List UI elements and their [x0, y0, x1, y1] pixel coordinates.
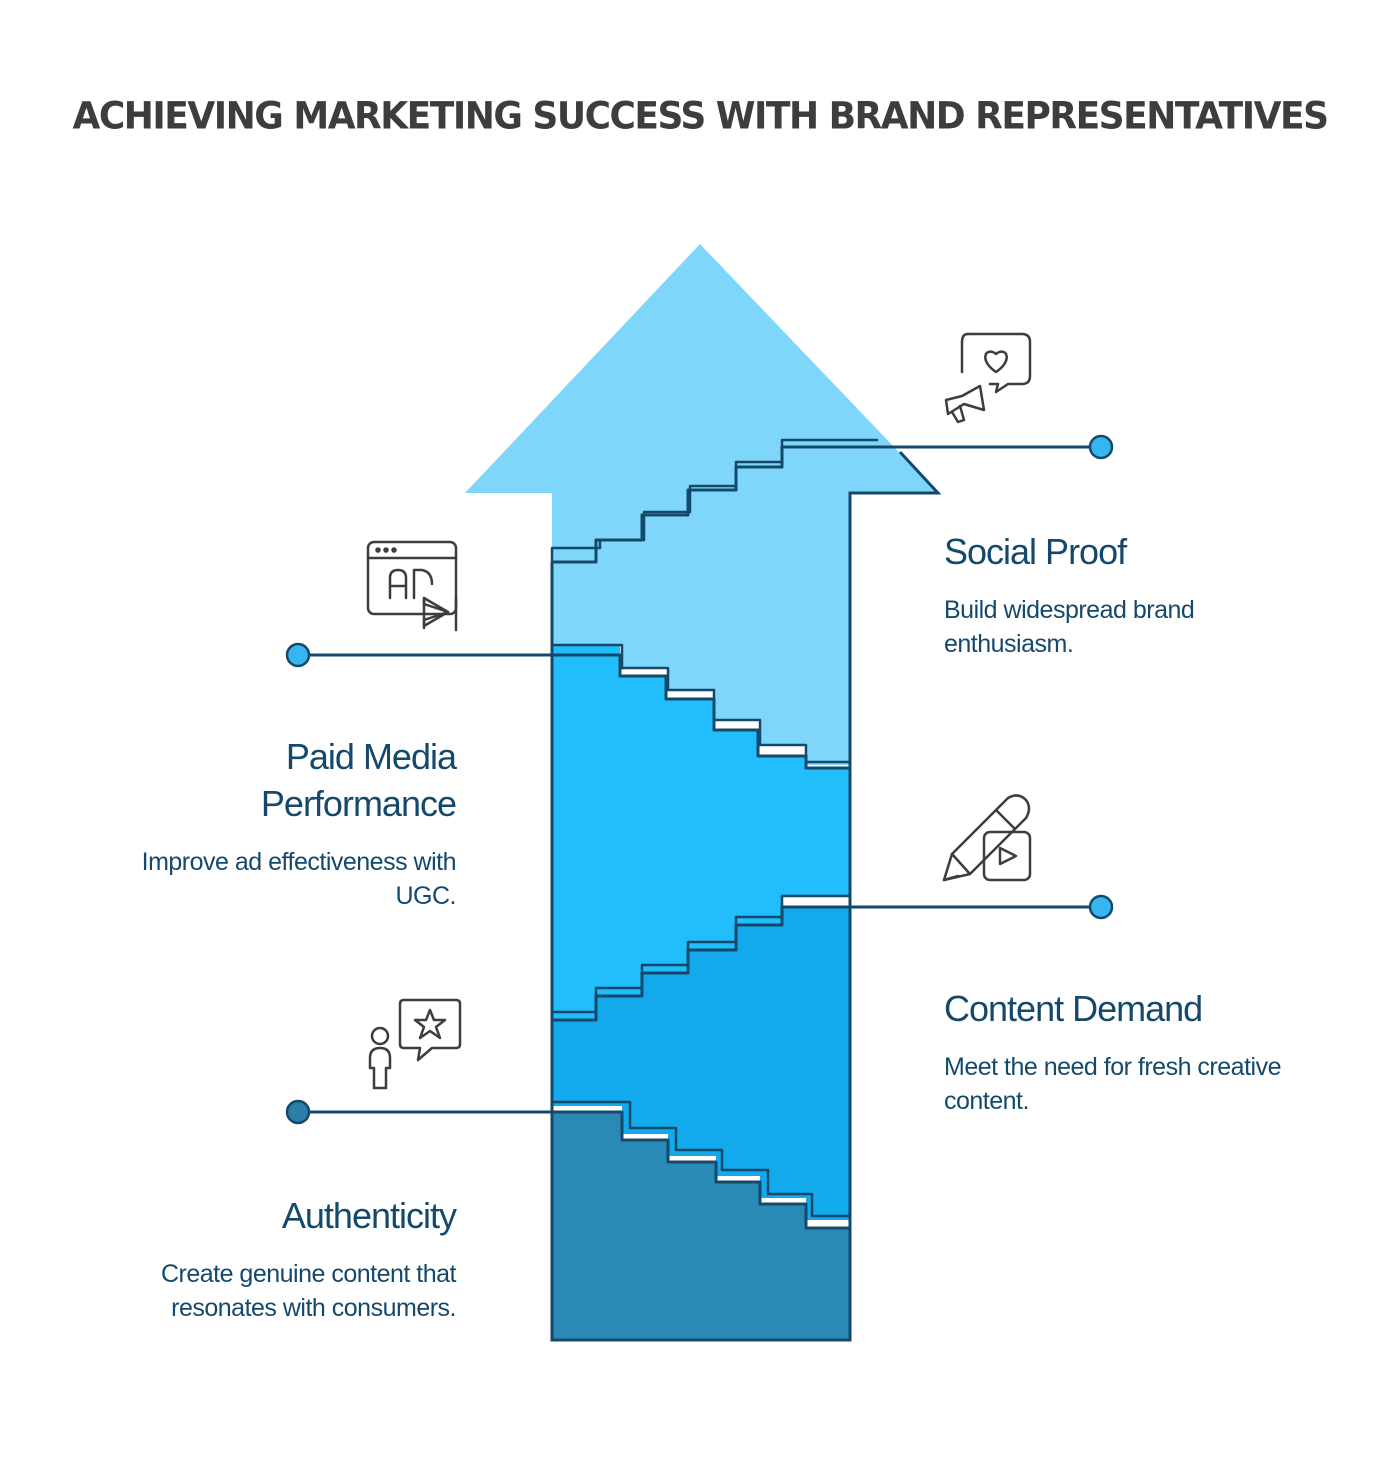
- step-name: Content Demand: [944, 988, 1203, 1029]
- step-name: Paid Media Performance: [260, 736, 457, 824]
- pencil-video-icon: [942, 794, 1032, 882]
- connector-dot-social-proof: [1088, 434, 1114, 460]
- step-description: Improve ad effectiveness with UGC.: [141, 848, 457, 910]
- arrow-outline: [550, 450, 942, 1342]
- step-name: Authenticity: [281, 1195, 457, 1236]
- ad-video-icon: [366, 540, 458, 632]
- connector-dot-authenticity: [285, 1099, 311, 1125]
- stair-ledges: [550, 438, 900, 1230]
- step-name: Social Proof: [944, 531, 1127, 572]
- connector-dot-paid-media: [285, 642, 311, 668]
- step-content-demand: Content Demand Meet the need for fresh c…: [944, 985, 1304, 1118]
- step-paid-media: Paid Media Performance Improve ad effect…: [96, 733, 457, 913]
- person-star-icon: [368, 998, 462, 1090]
- step-description: Create genuine content that resonates wi…: [160, 1260, 457, 1322]
- connector-dot-content-demand: [1088, 894, 1114, 920]
- band-paid-media: [552, 645, 850, 1020]
- connectors: [310, 445, 1090, 1114]
- megaphone-heart-icon: [944, 332, 1032, 424]
- step-description: Build widespread brand enthusiasm.: [944, 596, 1195, 658]
- band-authenticity: [552, 1112, 850, 1340]
- step-social-proof: Social Proof Build widespread brand enth…: [944, 528, 1304, 661]
- arrow-head: [465, 244, 938, 765]
- band-content-demand: [552, 907, 850, 1220]
- page-title: ACHIEVING MARKETING SUCCESS WITH BRAND R…: [72, 94, 1330, 139]
- step-description: Meet the need for fresh creative content…: [944, 1053, 1281, 1115]
- step-authenticity: Authenticity Create genuine content that…: [96, 1192, 457, 1325]
